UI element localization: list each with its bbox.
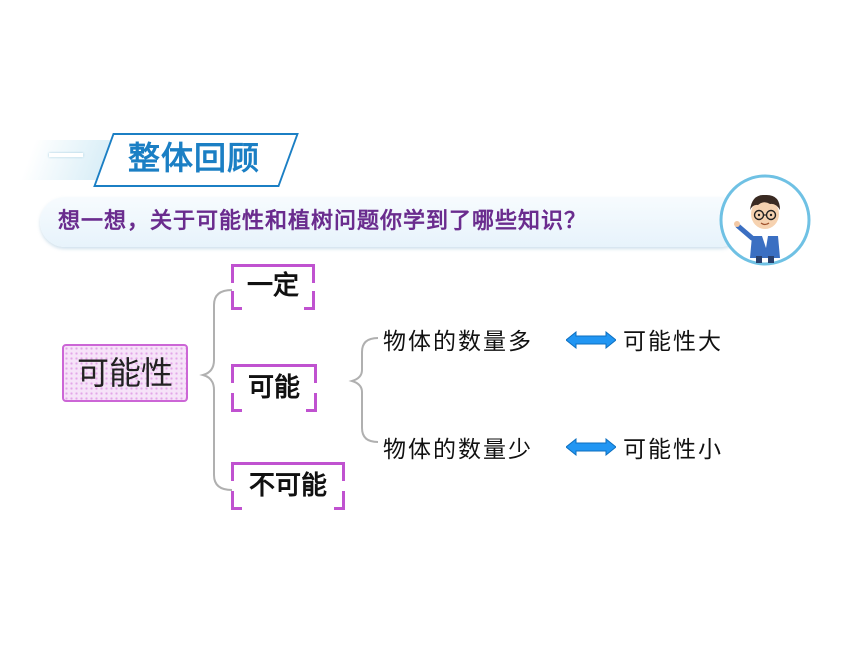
option-impossible: 不可能 — [231, 462, 345, 510]
option-impossible-label: 不可能 — [248, 471, 327, 501]
double-arrow-icon — [566, 438, 616, 456]
relation-less-right: 可能性小 — [623, 437, 723, 463]
option-certain-label: 一定 — [246, 271, 299, 301]
teacher-avatar-icon — [719, 174, 811, 266]
relation-more-right: 可能性大 — [623, 329, 723, 355]
option-possible: 可能 — [231, 364, 317, 412]
root-node-label: 可能性 — [76, 354, 173, 392]
question-banner — [40, 197, 745, 247]
option-certain: 一定 — [231, 264, 315, 310]
root-node — [62, 344, 188, 402]
option-possible-label: 可能 — [247, 373, 300, 403]
question-text: 想一想，关于可能性和植树问题你学到了哪些知识？ — [58, 209, 588, 234]
root-brace — [199, 289, 233, 491]
section-number: 一 — [47, 137, 84, 178]
double-arrow-icon — [566, 331, 616, 349]
relation-less-left: 物体的数量少 — [383, 437, 533, 463]
section-title: 整体回顾 — [127, 139, 260, 177]
possible-brace — [348, 337, 379, 443]
relation-more-left: 物体的数量多 — [383, 329, 533, 355]
